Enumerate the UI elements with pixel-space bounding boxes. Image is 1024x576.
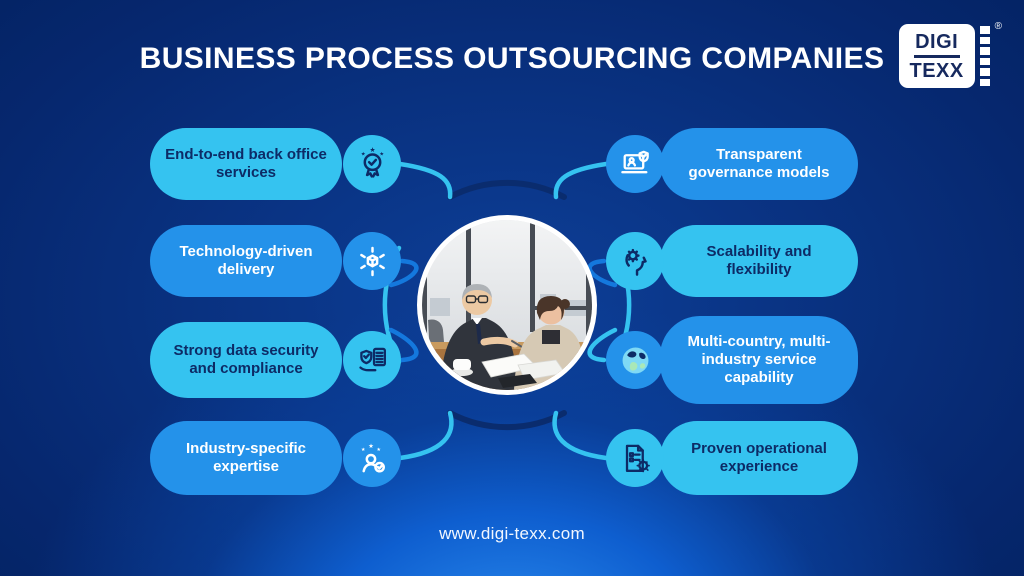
connector-left-4 xyxy=(397,410,454,461)
award-check-icon: ★ ★ ★ xyxy=(343,135,401,193)
feature-pill-transparent-governance: Transparent governance models xyxy=(660,128,858,200)
brand-logo-box: DIGI TEXX xyxy=(898,24,975,88)
svg-text:★: ★ xyxy=(369,146,375,154)
feature-pill-technology-driven: Technology-driven delivery xyxy=(150,225,342,297)
filmstrip-icon xyxy=(979,24,990,86)
feature-pill-proven-experience: Proven operational experience xyxy=(660,421,858,495)
feature-label: Scalability and flexibility xyxy=(706,242,812,278)
brand-logo-divider xyxy=(913,54,960,58)
feature-label: End-to-end back office services xyxy=(165,145,327,181)
feature-label: Multi-country, multi-industry service ca… xyxy=(687,332,831,387)
globe-map-icon xyxy=(606,331,664,389)
feature-pill-end-to-end-back-office: End-to-end back office services xyxy=(150,128,342,200)
feature-pill-multi-country: Multi-country, multi-industry service ca… xyxy=(660,316,858,404)
shield-compliance-icon xyxy=(343,331,401,389)
laptop-governance-icon xyxy=(606,135,664,193)
connector-left-1 xyxy=(397,161,453,200)
ring-arc-top xyxy=(447,179,567,200)
website-url: www.digi-texx.com xyxy=(439,524,585,543)
connector-left-3 xyxy=(388,327,419,363)
svg-text:★: ★ xyxy=(376,446,381,452)
registered-trademark: ® xyxy=(994,21,1002,32)
svg-text:★: ★ xyxy=(361,446,366,452)
connector-right-1 xyxy=(553,161,609,200)
feature-label: Strong data security and compliance xyxy=(173,341,319,377)
svg-text:★: ★ xyxy=(379,151,384,157)
connector-left-2 xyxy=(388,258,419,288)
feature-pill-scalability: Scalability and flexibility xyxy=(660,225,858,297)
brand-logo: DIGI TEXX ® xyxy=(898,21,1002,88)
brand-word-bottom: TEXX xyxy=(909,59,964,82)
feature-label: Industry-specific expertise xyxy=(185,439,307,475)
feature-pill-data-security: Strong data security and compliance xyxy=(150,322,342,398)
page-title: BUSINESS PROCESS OUTSOURCING COMPANIES xyxy=(139,42,885,75)
connector-right-4 xyxy=(552,410,609,461)
ring-arc-bottom xyxy=(447,410,567,431)
center-photo xyxy=(417,215,597,395)
certificate-seal-icon xyxy=(606,429,664,487)
feature-label: Transparent governance models xyxy=(688,145,830,181)
feature-label: Proven operational experience xyxy=(691,439,827,475)
head-gear-icon xyxy=(606,232,664,290)
cube-distribution-icon xyxy=(343,232,401,290)
feature-pill-industry-expertise: Industry-specific expertise xyxy=(150,421,342,495)
person-stars-icon: ★ ★ ★ xyxy=(343,429,401,487)
connector-right-2 xyxy=(587,258,618,288)
feature-label: Technology-driven delivery xyxy=(179,242,313,278)
svg-text:★: ★ xyxy=(360,151,365,157)
connector-right-3 xyxy=(587,327,618,363)
brand-word-top: DIGI xyxy=(915,30,959,53)
svg-text:★: ★ xyxy=(368,443,374,450)
